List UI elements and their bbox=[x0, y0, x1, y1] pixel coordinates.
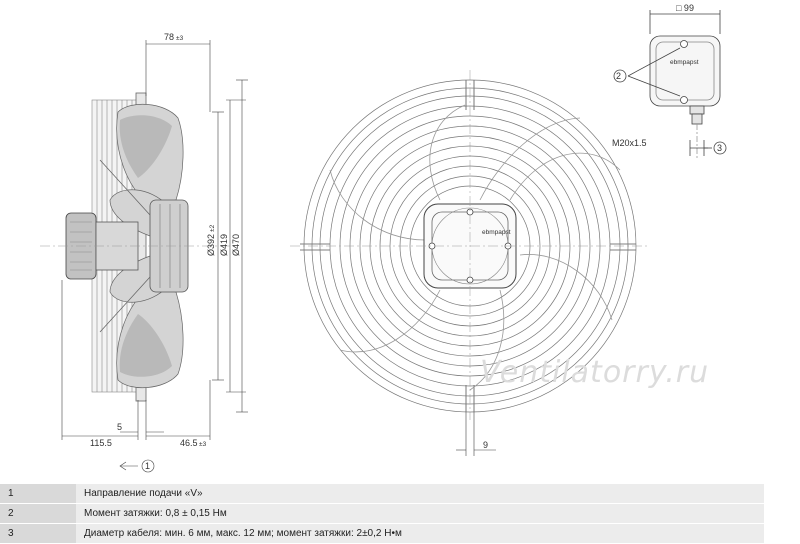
side-view bbox=[40, 92, 236, 402]
watermark: Ventilatorry.ru bbox=[480, 355, 709, 390]
dim-guard-diameter: Ø470 bbox=[231, 234, 241, 256]
dim-gap: 5 bbox=[117, 422, 122, 432]
terminal-box bbox=[613, 10, 727, 160]
legend-row-text: Момент затяжки: 0,8 ± 0,15 Нм bbox=[76, 503, 764, 524]
callout-2: 2 bbox=[616, 71, 621, 81]
front-blades bbox=[329, 104, 621, 391]
dim-wheel-diameter-tol: ±2 bbox=[209, 224, 216, 232]
front-view bbox=[290, 70, 648, 420]
dim-offset: 115.5 bbox=[90, 438, 112, 448]
dim-wheel-diameter: Ø392 bbox=[206, 234, 216, 256]
legend-row-number: 3 bbox=[0, 523, 76, 544]
dim-depth-tol: ±3 bbox=[176, 35, 184, 42]
dim-ring-diameter: Ø419 bbox=[219, 234, 229, 256]
legend-row-text: Направление подачи «V» bbox=[76, 484, 764, 504]
callout-1: 1 bbox=[145, 461, 150, 471]
dim-depth: 78 bbox=[164, 32, 174, 42]
side-dimensions bbox=[61, 40, 248, 473]
dim-box-width: □ 99 bbox=[676, 3, 694, 13]
dim-front-tol: ±3 bbox=[199, 441, 207, 448]
callout-3: 3 bbox=[717, 143, 722, 153]
dim-cable-gland: M20x1.5 bbox=[612, 138, 647, 148]
dim-front: 46.5 bbox=[180, 438, 198, 448]
technical-drawing: 78 ±3 Ø392 ±2 Ø419 Ø470 5 115.5 46.5 ±3 … bbox=[40, 3, 727, 473]
legend-row-number: 1 bbox=[0, 484, 76, 504]
box-brand-label: ebmpapst bbox=[670, 59, 699, 66]
front-brand-label: ebmpapst bbox=[482, 229, 511, 236]
dim-bracket: 9 bbox=[483, 440, 488, 450]
legend-row-number: 2 bbox=[0, 503, 76, 524]
legend-row-text: Диаметр кабеля: мин. 6 мм, макс. 12 мм; … bbox=[76, 523, 764, 544]
front-bottom-dimension bbox=[456, 412, 496, 456]
side-blade-shade bbox=[119, 115, 172, 377]
